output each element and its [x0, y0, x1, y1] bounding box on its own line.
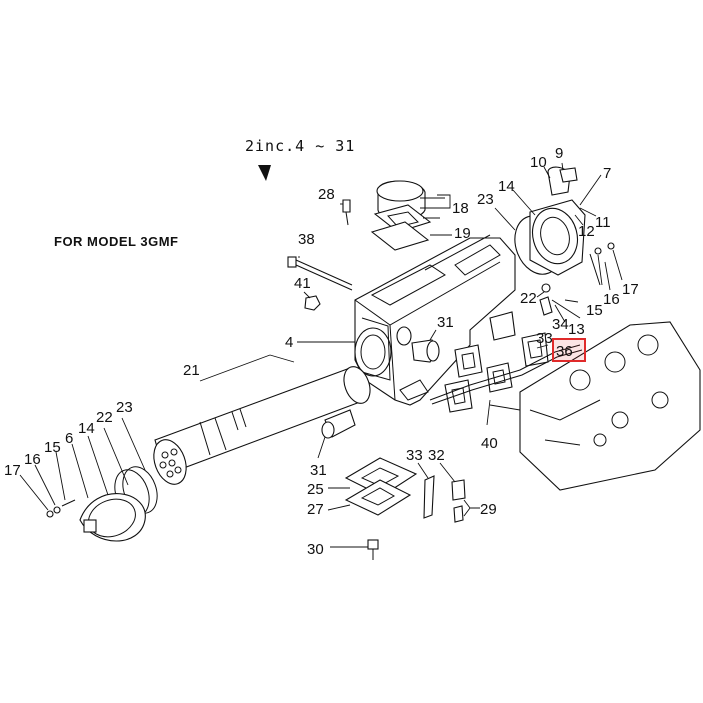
label-36: 36	[556, 343, 573, 360]
label-23b: 23	[477, 191, 494, 208]
label-19: 19	[454, 225, 471, 242]
label-30: 30	[307, 541, 324, 558]
label-16a: 16	[24, 451, 41, 468]
hose-and-fitting[interactable]	[423, 475, 466, 523]
outlet-elbow[interactable]	[411, 339, 440, 363]
label-31a: 31	[437, 314, 454, 331]
label-9: 9	[555, 145, 563, 162]
label-12: 12	[578, 223, 595, 240]
label-34: 34	[552, 316, 569, 333]
exhaust-manifold-body[interactable]	[354, 234, 516, 406]
small-hardware[interactable]	[539, 242, 615, 319]
label-32: 32	[428, 447, 445, 464]
label-40: 40	[481, 435, 498, 452]
label-6: 6	[65, 430, 73, 447]
port-gaskets[interactable]	[429, 311, 583, 413]
end-cover-assembly[interactable]	[507, 166, 586, 281]
cylinder-head[interactable]	[489, 321, 701, 491]
label-41: 41	[294, 275, 311, 292]
top-adapter[interactable]	[370, 180, 445, 251]
label-38: 38	[298, 231, 315, 248]
label-14b: 14	[498, 178, 515, 195]
model-title: FOR MODEL 3GMF	[54, 234, 178, 249]
label-21: 21	[183, 362, 200, 379]
label-13: 13	[568, 321, 585, 338]
label-4: 4	[285, 334, 293, 351]
label-27: 27	[307, 501, 324, 518]
label-15b: 15	[586, 302, 603, 319]
label-33b: 33	[406, 447, 423, 464]
label-23a: 23	[116, 399, 133, 416]
label-31b: 31	[310, 462, 327, 479]
label-15a: 15	[44, 439, 61, 456]
part-labels: 4 6 7 9 10 11 12 13 14 14 15 15 16 16 17…	[4, 145, 639, 558]
label-22a: 22	[96, 409, 113, 426]
flange-plates[interactable]	[344, 457, 418, 516]
label-16b: 16	[603, 291, 620, 308]
label-10: 10	[530, 154, 547, 171]
label-18: 18	[452, 200, 469, 217]
label-17b: 17	[622, 281, 639, 298]
label-11: 11	[595, 214, 611, 231]
range-note: 2inc.4 ~ 31	[245, 137, 355, 155]
elbow-31[interactable]	[321, 409, 356, 439]
label-25: 25	[307, 481, 324, 498]
direction-arrow-icon	[258, 165, 271, 181]
stud-28[interactable]	[342, 199, 351, 226]
bolt-30[interactable]	[367, 539, 379, 560]
label-29: 29	[480, 501, 497, 518]
leader-lines	[19, 162, 623, 548]
long-bolt-38[interactable]	[287, 256, 353, 291]
label-28: 28	[318, 186, 335, 203]
label-33a: 33	[536, 330, 553, 347]
highlight-box-36[interactable]	[552, 338, 586, 362]
nut-41[interactable]	[304, 295, 321, 311]
side-cover-6[interactable]	[79, 493, 146, 543]
label-7: 7	[603, 165, 611, 182]
heat-exchanger-tube[interactable]	[148, 363, 375, 489]
label-14a: 14	[78, 420, 95, 437]
label-17a: 17	[4, 462, 21, 479]
label-22b: 22	[520, 290, 537, 307]
bolts-left[interactable]	[46, 499, 76, 518]
